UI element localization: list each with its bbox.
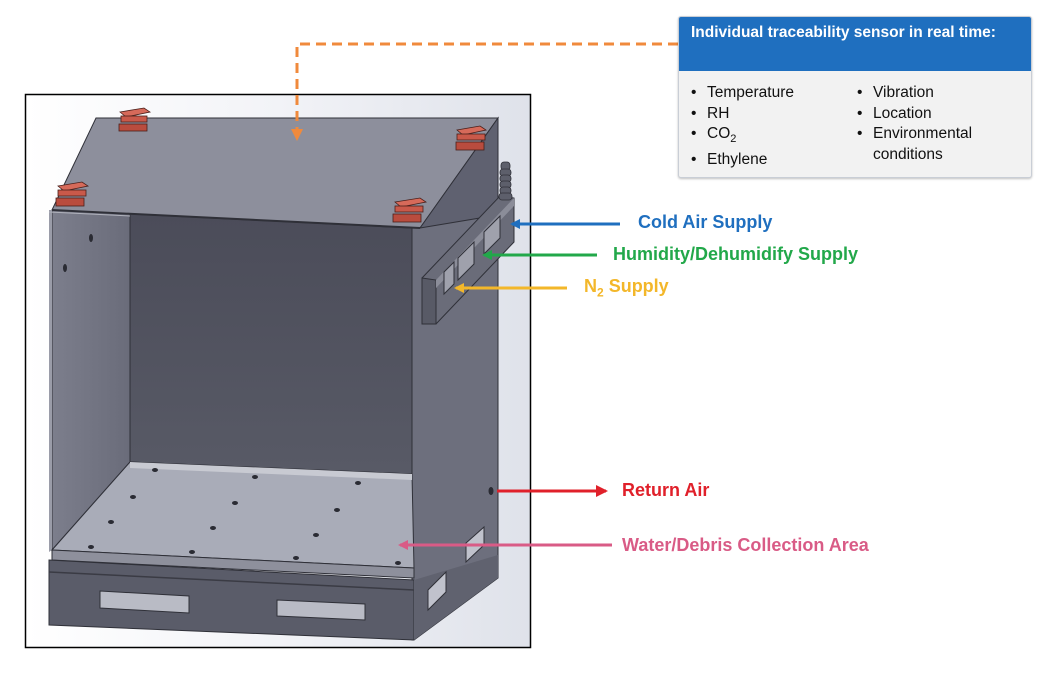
n2-text: N bbox=[584, 276, 597, 296]
sensor-list-left: Temperature RH CO2 Ethylene bbox=[691, 83, 794, 170]
sensor-clip bbox=[392, 197, 428, 223]
n2-supply-text: Supply bbox=[603, 276, 669, 296]
sensor-clip bbox=[55, 181, 90, 207]
back-wall bbox=[129, 213, 413, 475]
co2-text: CO bbox=[707, 125, 731, 142]
sensor-item: Temperature bbox=[691, 83, 794, 104]
sensor-clip bbox=[455, 125, 488, 151]
humidity-label: Humidity/Dehumidify Supply bbox=[613, 244, 859, 264]
sensor-item: Ethylene bbox=[691, 150, 794, 171]
cold-air-label: Cold Air Supply bbox=[638, 212, 773, 232]
duct-port-humidity bbox=[457, 240, 475, 282]
floor-holes bbox=[88, 468, 401, 565]
wall-hole bbox=[89, 234, 93, 242]
sensor-clip bbox=[118, 107, 152, 132]
sensor-item: CO2 bbox=[691, 124, 794, 150]
water-collection-label: Water/Debris Collection Area bbox=[622, 535, 869, 555]
co2-subscript: 2 bbox=[730, 133, 737, 146]
fitting bbox=[498, 161, 513, 201]
return-air-label: Return Air bbox=[622, 480, 710, 500]
n2-subscript: 2 bbox=[597, 285, 604, 300]
n2-label: N2 Supply bbox=[584, 276, 669, 300]
duct-port-cold bbox=[483, 214, 501, 256]
sensor-item-continuation: conditions bbox=[873, 145, 943, 163]
sensor-list-right: Vibration Location Environmental conditi… bbox=[857, 83, 972, 165]
sensor-item: Environmental bbox=[857, 124, 972, 145]
sensor-item: Location bbox=[857, 104, 972, 125]
side-slot-lower bbox=[427, 570, 447, 612]
sensor-item: Vibration bbox=[857, 83, 972, 104]
sensor-item: RH bbox=[691, 104, 794, 125]
base-slot-right bbox=[276, 599, 366, 621]
base-slot-left bbox=[99, 590, 190, 614]
sensor-box-title: Individual traceability sensor in real t… bbox=[679, 17, 1031, 71]
return-air-port bbox=[488, 487, 494, 495]
wall-hole bbox=[63, 264, 67, 272]
sensor-info-box: Individual traceability sensor in real t… bbox=[678, 16, 1032, 178]
